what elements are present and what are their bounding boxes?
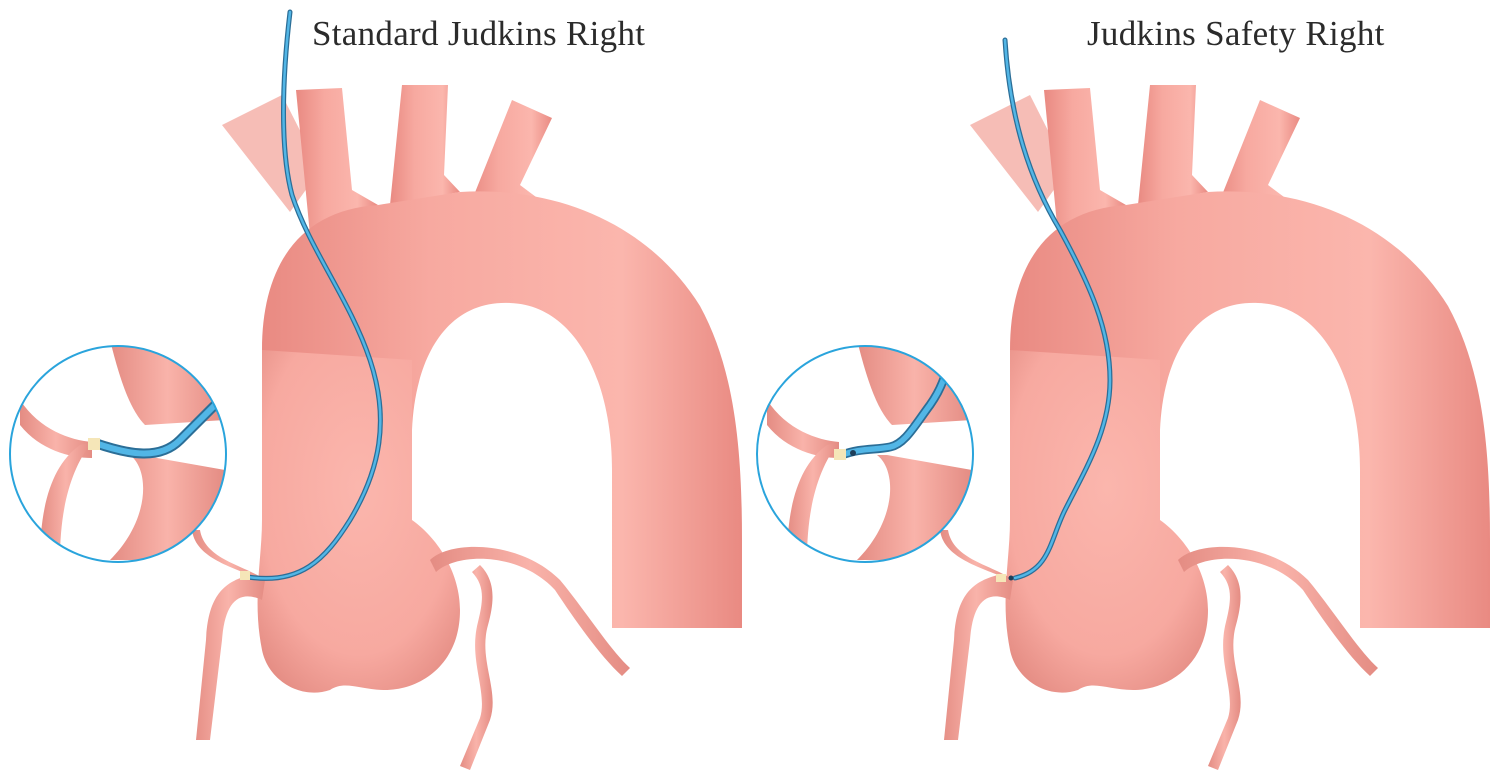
magnifier-inset-left [10, 340, 226, 562]
standard-panel [10, 12, 742, 770]
aorta-illustration-left [192, 85, 742, 770]
magnifier-inset-right [757, 340, 973, 562]
catheter-tip-left [240, 571, 250, 580]
safety-side-hole-right [1009, 576, 1014, 581]
catheter-tip-right [996, 574, 1006, 582]
safety-panel [757, 40, 1490, 770]
aorta-illustration-right [940, 85, 1490, 770]
